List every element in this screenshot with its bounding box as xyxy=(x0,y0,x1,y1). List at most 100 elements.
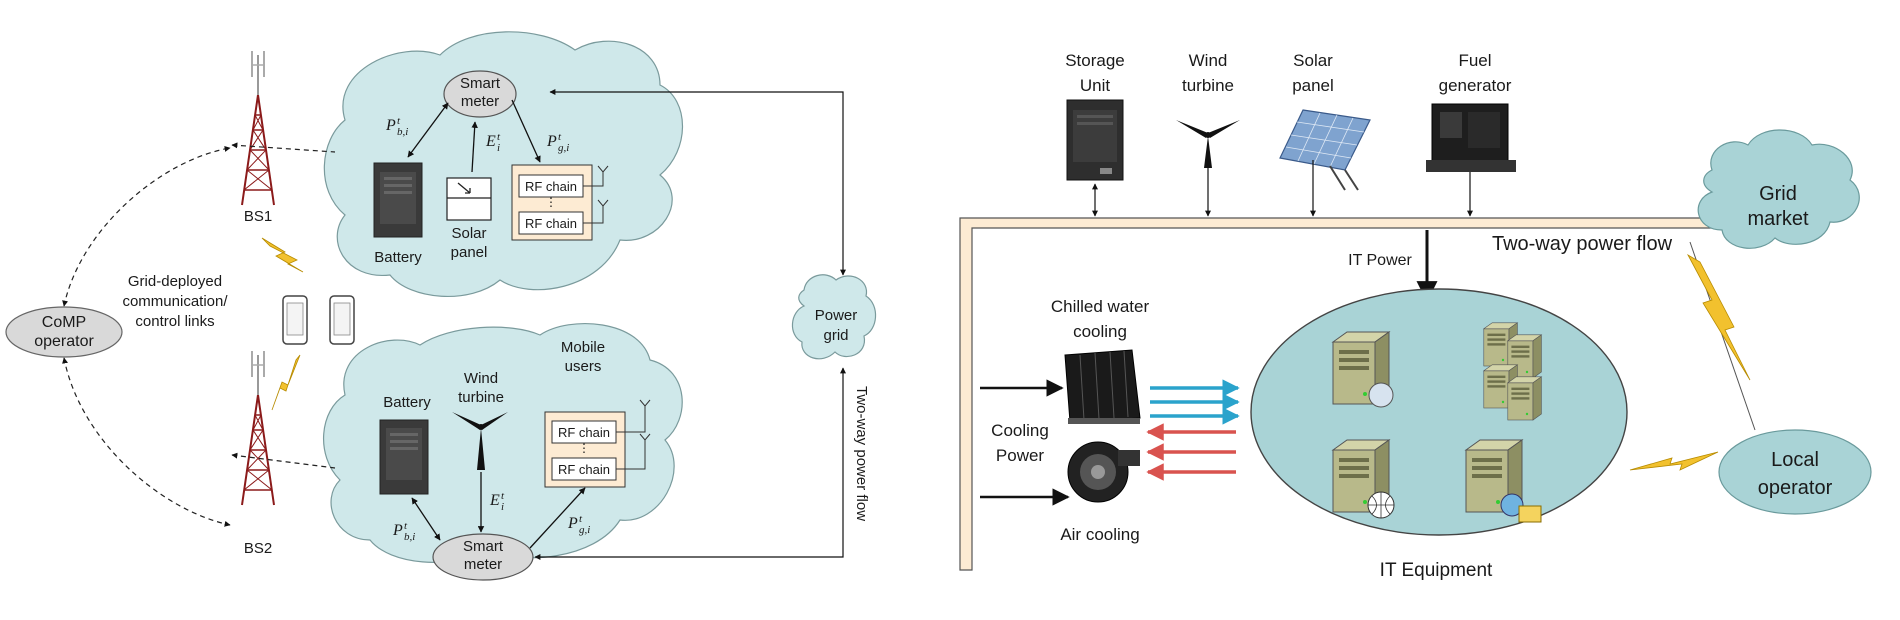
solar-panel-label-1: Solar xyxy=(1293,51,1333,70)
database-icon xyxy=(1368,382,1394,408)
grid-market-cloud xyxy=(1697,129,1860,249)
solar-panel-icon xyxy=(446,177,492,221)
power-grid-label-1: Power xyxy=(815,307,858,324)
fuel-generator-label-2: generator xyxy=(1439,76,1512,95)
svg-text:P: P xyxy=(546,133,557,150)
svg-text:t: t xyxy=(501,490,505,502)
arrow-meter-rf xyxy=(511,99,541,163)
server-cluster-icon xyxy=(1483,322,1542,421)
local-operator-node xyxy=(1718,429,1872,515)
wind-turbine-label-1: Wind xyxy=(464,370,498,387)
smart-meter-node xyxy=(443,70,517,118)
two-way-power-flow-label: Two-way power flow xyxy=(853,386,870,521)
bs1-tower xyxy=(241,50,275,206)
svg-text:g,i: g,i xyxy=(558,142,569,154)
lightning-icon xyxy=(261,237,304,273)
links-label-1: Grid-deployed xyxy=(128,273,222,290)
it-equipment-label: IT Equipment xyxy=(1380,560,1493,581)
smart-meter-label-2: meter xyxy=(464,556,502,573)
fuel-generator-label-1: Fuel xyxy=(1458,51,1491,70)
arrow-battery-meter xyxy=(407,102,449,158)
two-way-power-flow-label: Two-way power flow xyxy=(1492,233,1673,255)
wind-turbine-icon xyxy=(1176,120,1240,168)
folder-icon xyxy=(1518,505,1542,523)
battery-label: Battery xyxy=(383,394,431,411)
rf-dots: ⋮ xyxy=(545,195,557,209)
local-operator-label-2: operator xyxy=(1758,477,1833,499)
cooling-power-label-1: Cooling xyxy=(991,421,1049,440)
bs2-tower xyxy=(241,350,275,506)
svg-text:P: P xyxy=(567,515,578,532)
left-diagram: BS1 BS2 CoMP operator Grid-deployed comm… xyxy=(5,31,877,581)
power-flow-line-bottom xyxy=(534,367,846,560)
mobile-phone-icon xyxy=(282,295,308,345)
battery-icon xyxy=(373,162,423,238)
grid-market-label-1: Grid xyxy=(1759,183,1797,205)
svg-text:t: t xyxy=(497,131,501,143)
svg-text:i: i xyxy=(501,501,504,513)
svg-text:P: P xyxy=(392,522,403,539)
svg-text:t: t xyxy=(397,115,401,127)
svg-text:b,i: b,i xyxy=(397,126,408,138)
comp-operator-label-1: CoMP xyxy=(42,314,86,331)
bottom-cloud xyxy=(322,322,683,563)
links-label-3: control links xyxy=(135,313,214,330)
dashed-link-bs1 xyxy=(231,142,336,153)
storage-unit-label-2: Unit xyxy=(1080,76,1111,95)
svg-text:E: E xyxy=(489,492,500,509)
cooling-power-label-2: Power xyxy=(996,446,1045,465)
arrow-battery-meter xyxy=(411,497,441,541)
smart-meter-label-1: Smart xyxy=(463,538,504,555)
globe-icon xyxy=(1500,493,1524,517)
rf-dots: ⋮ xyxy=(578,441,590,455)
chilled-water-label-1: Chilled water xyxy=(1051,297,1150,316)
svg-text:b,i: b,i xyxy=(404,531,415,543)
fuel-generator-icon xyxy=(1426,103,1516,172)
rf-chain-label: RF chain xyxy=(525,179,577,194)
mobile-users-label-1: Mobile xyxy=(561,339,605,356)
formula-e-bottom: E t i xyxy=(489,490,505,513)
links-label-2: communication/ xyxy=(122,293,228,310)
battery-label: Battery xyxy=(374,249,422,266)
lightning-icon xyxy=(1629,451,1719,471)
bs2-label: BS2 xyxy=(244,540,272,557)
right-diagram: Storage Unit Wind turbine Solar panel Fu… xyxy=(959,51,1872,581)
smart-meter-label-1: Smart xyxy=(460,75,501,92)
arrow-solar-meter xyxy=(471,121,478,173)
it-equipment-area xyxy=(1250,288,1628,536)
formula-e-top: E t i xyxy=(485,131,501,154)
wind-turbine-label-2: turbine xyxy=(458,389,504,406)
dashed-control-link xyxy=(62,145,231,307)
svg-text:t: t xyxy=(404,520,408,532)
power-grid-cloud xyxy=(791,274,877,360)
it-power-label: IT Power xyxy=(1348,252,1412,269)
power-grid-label-2: grid xyxy=(823,327,848,344)
comp-operator-node xyxy=(5,306,123,358)
smart-meter-node xyxy=(432,533,534,581)
wind-turbine-label-1: Wind xyxy=(1189,51,1228,70)
mobile-users-label-2: users xyxy=(565,358,602,375)
battery-icon xyxy=(379,419,429,495)
mobile-phone-icon xyxy=(329,295,355,345)
air-cooling-unit-icon xyxy=(1067,441,1140,503)
rf-chain-label: RF chain xyxy=(525,216,577,231)
dashed-control-link xyxy=(62,357,231,527)
svg-text:i: i xyxy=(497,142,500,154)
bs1-label: BS1 xyxy=(244,208,272,225)
local-operator-label-1: Local xyxy=(1771,449,1819,471)
power-flow-line-top xyxy=(549,89,846,276)
lightning-icon xyxy=(1686,253,1751,381)
solar-panel-label-2: panel xyxy=(1292,76,1334,95)
solar-panel-label-2: panel xyxy=(451,244,488,261)
svg-text:g,i: g,i xyxy=(579,524,590,536)
storage-unit-label-1: Storage xyxy=(1065,51,1125,70)
solar-panel-icon xyxy=(1279,109,1371,191)
storage-unit-icon xyxy=(1066,99,1124,181)
smart-meter-label-2: meter xyxy=(461,93,499,110)
formula-p-b-bottom: P t b,i xyxy=(392,520,415,543)
air-cooling-label: Air cooling xyxy=(1060,525,1139,544)
rf-chain-label: RF chain xyxy=(558,462,610,477)
solar-panel-label-1: Solar xyxy=(451,225,486,242)
chilled-water-unit-icon xyxy=(1064,349,1141,424)
